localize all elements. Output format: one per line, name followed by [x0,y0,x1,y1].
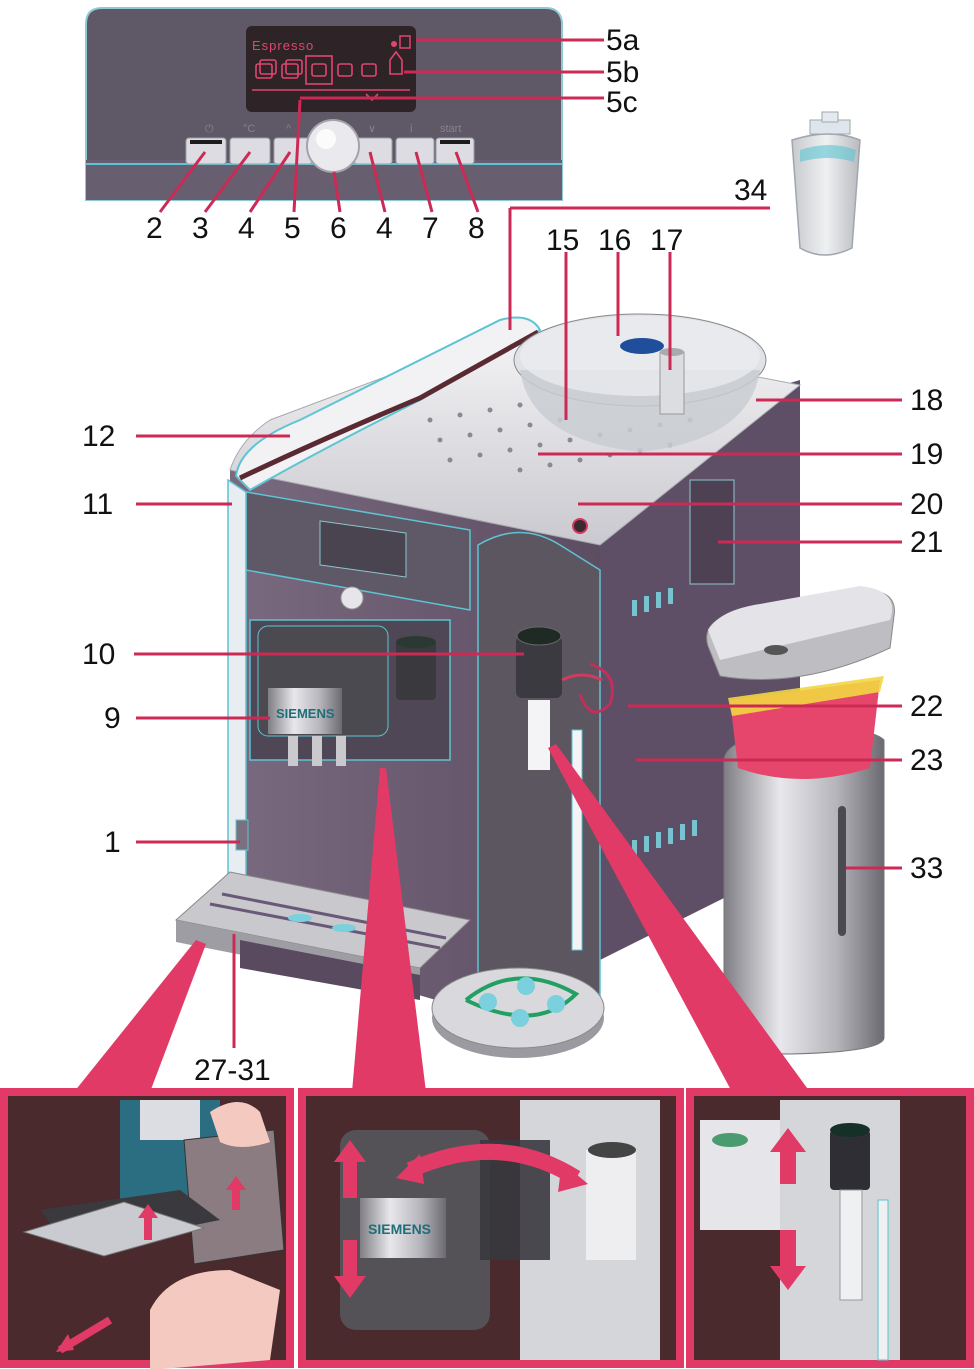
inset-connectors [74,744,810,1092]
callout-7: 7 [422,212,439,245]
callout-4a: 4 [238,212,255,245]
callout-1: 1 [104,826,121,859]
callout-16: 16 [598,224,631,257]
callout-5b: 5b [606,56,639,89]
callout-20: 20 [910,488,943,521]
power-label: ⏻ [205,123,214,135]
callout-9: 9 [104,702,121,735]
button-labels: ⏻ °C ^ ∨ i start [205,123,461,135]
leader-lines [134,206,902,1048]
machine-body: SIEMENS [227,316,802,1010]
panel-leaders [158,38,604,213]
control-panel-inset: Espresso ⏻ °C ^ ∨ i start [85,7,563,201]
milk-container[interactable] [706,586,895,1055]
callout-22: 22 [910,690,943,723]
cup-tray[interactable] [431,967,605,1058]
up-button[interactable] [273,137,313,165]
power-button[interactable] [185,137,227,165]
callout-8: 8 [468,212,485,245]
callout-12: 12 [82,420,115,453]
start-label: start [440,123,461,135]
callout-34: 34 [734,174,767,207]
water-filter [791,111,861,256]
front-display [319,520,407,578]
bean-container[interactable] [513,313,767,452]
inset-coffee-outlet: SIEMENS [298,1088,684,1368]
callout-6: 6 [330,212,347,245]
temperature-button[interactable] [229,137,271,165]
milk-frother[interactable] [516,626,614,951]
down-label: ∨ [368,123,376,135]
lcd-program-text: Espresso [252,38,314,53]
callout-11: 11 [82,488,113,521]
lcd-beverage-icons [252,50,410,102]
panel-buttons [185,137,475,165]
up-label: ^ [286,123,292,135]
callout-27-31: 27-31 [194,1054,271,1087]
callout-17: 17 [650,224,683,257]
front-knob[interactable] [340,586,364,610]
coffee-outlet-badge [268,688,342,734]
grind-setting-knob[interactable] [572,518,588,534]
inset-drip-tray-removal [0,1088,294,1369]
start-button[interactable] [435,137,475,165]
inset-outlet-brand: SIEMENS [368,1221,431,1237]
callout-numbers: 5a 5b 5c 2 3 4 5 6 4 7 8 34 15 16 17 12 … [82,24,943,1087]
info-label: i [410,123,412,135]
callout-23: 23 [910,744,943,777]
coffee-outlet-brand: SIEMENS [276,706,335,721]
inset-frother-height [686,1088,974,1368]
callout-33: 33 [910,852,943,885]
callout-19: 19 [910,438,943,471]
callout-4b: 4 [376,212,393,245]
callout-5c: 5c [606,86,638,119]
callout-3: 3 [192,212,209,245]
callout-2: 2 [146,212,163,245]
callout-5a: 5a [606,24,640,57]
callout-5: 5 [284,212,301,245]
temp-label: °C [243,123,255,135]
info-button[interactable] [395,137,435,165]
callout-21: 21 [910,526,943,559]
callout-10: 10 [82,638,115,671]
cleaning-tablet-slot[interactable] [689,479,735,585]
callout-15: 15 [546,224,579,257]
callout-18: 18 [910,384,943,417]
